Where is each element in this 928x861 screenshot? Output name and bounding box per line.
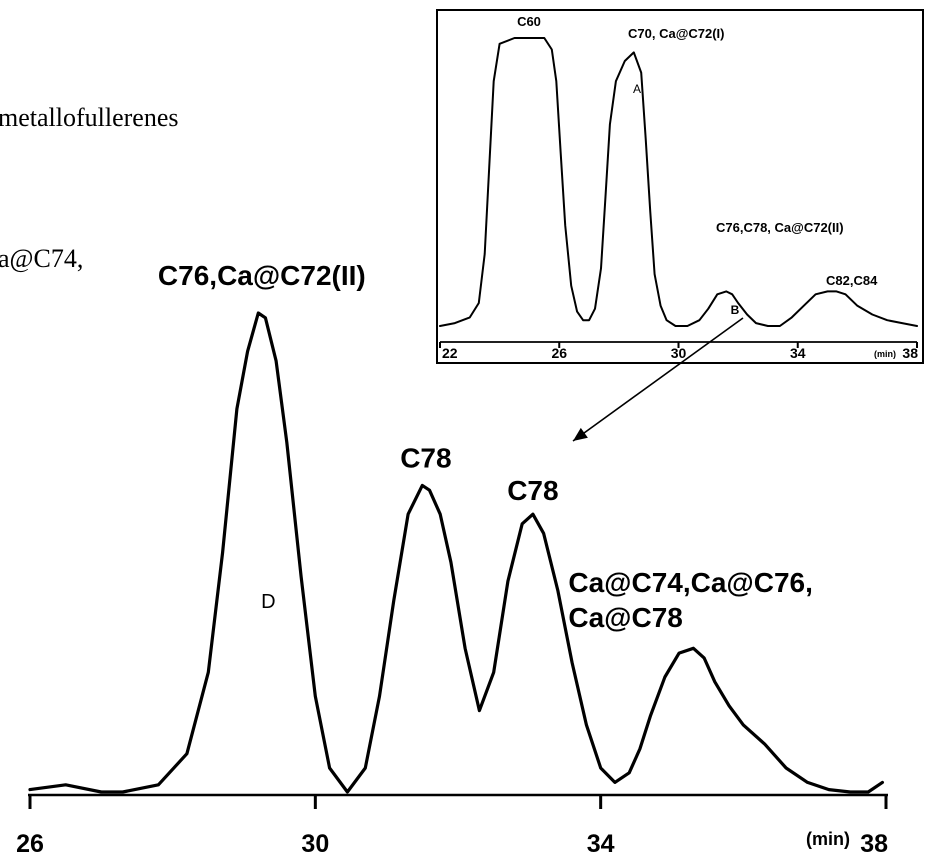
body-text-fragment-1: metallofullerenes [0, 103, 179, 132]
main-peak-label: Ca@C78 [568, 602, 682, 633]
inset-x-tick-label: 30 [671, 345, 687, 361]
main-peak-label: C78 [400, 442, 451, 473]
inset-peak-label: B [731, 303, 740, 317]
body-text-fragment-2: a@C74, [0, 244, 84, 273]
main-trace-line [28, 311, 885, 794]
inset-x-tick-label: 34 [790, 345, 806, 361]
main-x-tick-label: 26 [16, 830, 44, 858]
main-x-tick-label: 38 [860, 830, 888, 858]
main-x-unit-label: (min) [806, 829, 850, 849]
inset-peak-label: C82,C84 [826, 273, 878, 288]
inset-x-tick-label: 26 [551, 345, 567, 361]
connector-arrowhead [573, 427, 588, 441]
main-x-tick-label: 30 [301, 830, 329, 858]
main-peak-label: Ca@C74,Ca@C76, [568, 567, 812, 598]
inset-peak-label: C70, Ca@C72(I) [628, 26, 724, 41]
inset-peak-label: A [633, 82, 641, 96]
main-peak-label: D [261, 591, 275, 613]
inset-x-unit-label: (min) [874, 349, 896, 359]
inset-trace-line [439, 37, 918, 327]
inset-x-tick-label: 22 [442, 345, 458, 361]
inset-peak-label: C76,C78, Ca@C72(II) [716, 220, 844, 235]
main-x-tick-label: 34 [587, 830, 615, 858]
main-peak-label: C76,Ca@C72(II) [158, 260, 366, 291]
connector-line [572, 317, 744, 442]
inset-peak-label: C60 [517, 14, 541, 29]
inset-x-tick-label: 38 [902, 345, 918, 361]
main-peak-label: C78 [507, 475, 558, 506]
inset-frame [436, 9, 924, 364]
zoom-connector-arrow [572, 317, 744, 442]
